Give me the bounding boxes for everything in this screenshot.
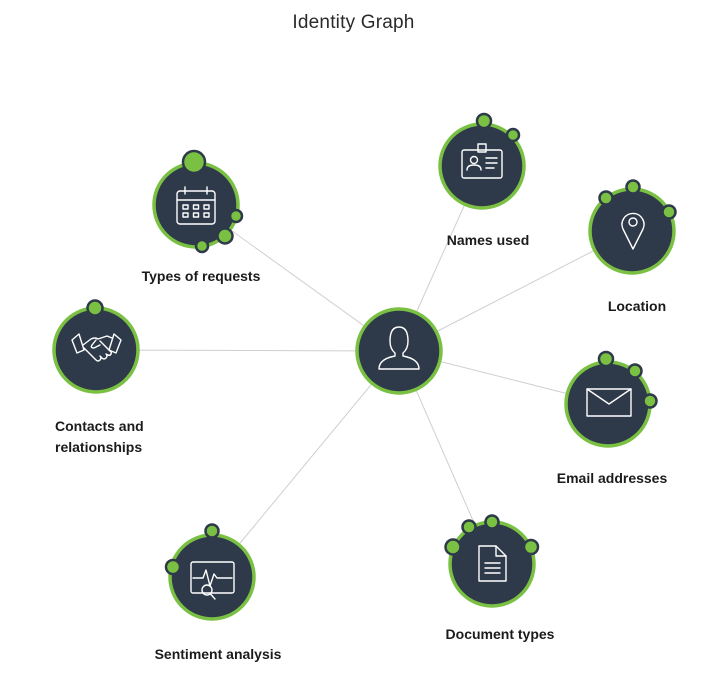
status-dot: [522, 538, 540, 556]
status-dot: [625, 179, 641, 195]
label-contacts-and-relationships: Contacts and relationships: [55, 416, 144, 458]
status-dot: [475, 112, 493, 130]
status-dot: [505, 127, 521, 143]
status-dot: [164, 558, 182, 576]
map-pin-icon: [621, 212, 645, 250]
edge-to-sentiment-analysis: [211, 350, 400, 578]
envelope-icon: [586, 388, 632, 417]
node-contacts-and-relationships[interactable]: [52, 299, 140, 394]
status-dot: [661, 204, 677, 220]
status-dot: [181, 149, 207, 175]
label-names-used: Names used: [446, 232, 530, 248]
document-icon: [478, 545, 507, 582]
status-dot: [86, 299, 104, 317]
handshake-icon: [71, 333, 122, 362]
node-email-addresses[interactable]: [564, 350, 658, 448]
label-location: Location: [607, 298, 667, 314]
node-document-types[interactable]: [444, 514, 540, 608]
node-location[interactable]: [588, 179, 677, 275]
node-sentiment-analysis[interactable]: [164, 523, 256, 621]
label-line-2: relationships: [55, 439, 143, 455]
status-dot: [461, 519, 477, 535]
label-types-of-requests: Types of requests: [141, 268, 261, 284]
person-icon: [378, 326, 420, 370]
label-line-1: Contacts and: [55, 418, 144, 434]
label-email-addresses: Email addresses: [556, 470, 668, 486]
status-dot: [627, 363, 643, 379]
diagram-title: Identity Graph: [292, 12, 415, 33]
analytics-search-icon: [190, 561, 235, 600]
status-dot: [642, 393, 658, 409]
status-dot: [597, 350, 615, 368]
status-dot: [444, 538, 462, 556]
id-badge-icon: [461, 143, 503, 179]
status-dot: [194, 238, 210, 254]
label-sentiment-analysis: Sentiment analysis: [154, 646, 282, 662]
status-dot: [484, 514, 500, 530]
status-dot: [228, 208, 244, 224]
node-names-used[interactable]: [438, 112, 526, 210]
status-dot: [216, 227, 234, 245]
label-document-types: Document types: [445, 626, 555, 642]
center-node[interactable]: [355, 307, 443, 395]
node-types-of-requests[interactable]: [152, 149, 244, 254]
status-dot: [204, 523, 220, 539]
status-dot: [598, 190, 614, 206]
calendar-icon: [176, 186, 216, 225]
edge-to-contacts: [95, 349, 400, 352]
